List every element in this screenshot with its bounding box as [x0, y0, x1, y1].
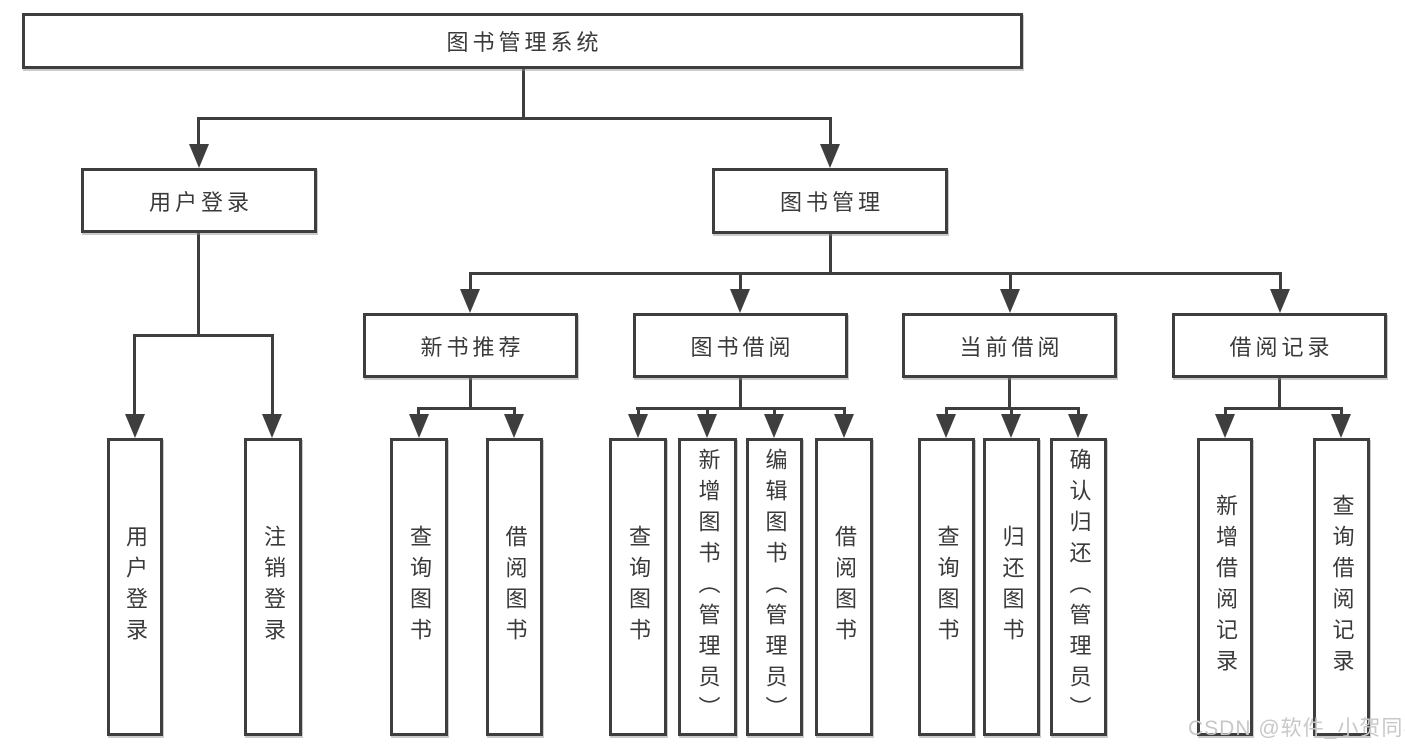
leaf-return-book-label: 归还图书 — [999, 525, 1025, 649]
connector-drop-module — [1279, 272, 1282, 292]
leaf-logout: 注销登录 — [244, 438, 302, 736]
connector-drop-leaf — [945, 407, 948, 417]
leaf-add-book-admin: 新增图书（管理员） — [678, 438, 737, 736]
node-root-label: 图书管理系统 — [446, 30, 603, 55]
connector-leaves-hline — [636, 407, 846, 410]
connector-login-hline — [133, 334, 274, 337]
connector-drop-leaf — [1224, 407, 1227, 417]
connector-level2-hline — [197, 117, 832, 120]
leaf-borrow-books-label: 借阅图书 — [832, 525, 857, 649]
connector-drop-leaf — [513, 407, 516, 417]
connector-drop-leaf — [773, 407, 776, 417]
node-new-book-recommend: 新书推荐 — [363, 313, 578, 378]
leaf-query-books-current-label: 查询图书 — [934, 525, 960, 649]
node-current-borrow: 当前借阅 — [902, 313, 1117, 378]
connector-login-stem — [197, 233, 200, 337]
leaf-query-books-current: 查询图书 — [918, 438, 975, 736]
connector-arrow — [936, 414, 956, 438]
connector-arrow — [820, 144, 840, 168]
leaf-confirm-return-admin-label: 确认归还（管理员） — [1066, 447, 1092, 727]
node-borrow-records: 借阅记录 — [1172, 313, 1387, 378]
connector-drop-leaf — [706, 407, 709, 417]
connector-arrow — [1000, 289, 1020, 313]
connector-arrow — [125, 414, 145, 438]
connector-drop-management — [829, 117, 832, 147]
leaf-edit-book-admin-label: 编辑图书（管理员） — [762, 447, 788, 727]
connector-module-stem — [739, 377, 742, 410]
leaf-query-books-borrow: 查询图书 — [609, 438, 667, 736]
leaf-query-books-borrow-label: 查询图书 — [626, 525, 651, 649]
connector-arrow — [730, 289, 750, 313]
node-borrow-records-label: 借阅记录 — [1229, 334, 1334, 360]
connector-root-stem — [522, 68, 525, 120]
node-book-management-label: 图书管理 — [779, 190, 884, 215]
leaf-query-borrow-record: 查询借阅记录 — [1313, 438, 1370, 736]
leaf-query-books-recommend: 查询图书 — [390, 438, 448, 736]
connector-arrow — [764, 414, 784, 438]
connector-drop-leaf — [843, 407, 846, 417]
leaf-user-login: 用户登录 — [107, 438, 163, 736]
connector-leaves-hline — [1224, 407, 1343, 410]
node-book-borrow-label: 图书借阅 — [690, 334, 795, 360]
connector-drop-login — [197, 117, 200, 147]
node-book-management: 图书管理 — [712, 168, 948, 234]
leaf-borrow-books-recommend: 借阅图书 — [486, 438, 543, 736]
connector-modules-hline — [469, 272, 1282, 275]
connector-arrow — [189, 144, 209, 168]
leaf-query-borrow-record-label: 查询借阅记录 — [1329, 494, 1355, 680]
connector-arrow — [460, 289, 480, 313]
connector-arrow — [409, 414, 429, 438]
connector-arrow — [262, 414, 282, 438]
leaf-query-books-recommend-label: 查询图书 — [407, 525, 432, 649]
node-book-borrow: 图书借阅 — [633, 313, 848, 378]
connector-drop-module — [469, 272, 472, 292]
connector-module-stem — [469, 377, 472, 410]
leaf-add-borrow-record: 新增借阅记录 — [1197, 438, 1253, 736]
node-root: 图书管理系统 — [22, 13, 1023, 69]
leaf-return-book: 归还图书 — [983, 438, 1040, 736]
connector-module-stem — [1008, 377, 1011, 410]
connector-drop-leaf — [637, 407, 640, 417]
connector-arrow — [1331, 414, 1351, 438]
connector-drop-leaf — [271, 334, 274, 414]
node-current-borrow-label: 当前借阅 — [959, 334, 1064, 360]
connector-arrow — [628, 414, 648, 438]
leaf-add-borrow-record-label: 新增借阅记录 — [1213, 494, 1238, 680]
connector-drop-leaf — [133, 334, 136, 414]
node-new-book-recommend-label: 新书推荐 — [420, 334, 525, 360]
connector-arrow — [1270, 289, 1290, 313]
leaf-confirm-return-admin: 确认归还（管理员） — [1050, 438, 1107, 736]
connector-module-stem — [1278, 377, 1281, 410]
connector-arrow — [697, 414, 717, 438]
connector-arrow — [1068, 414, 1088, 438]
connector-arrow — [1215, 414, 1235, 438]
connector-arrow — [504, 414, 524, 438]
leaf-user-login-label: 用户登录 — [123, 525, 148, 649]
node-user-login: 用户登录 — [81, 168, 317, 233]
connector-drop-module — [739, 272, 742, 292]
connector-drop-leaf — [1010, 407, 1013, 417]
connector-drop-module — [1009, 272, 1012, 292]
connector-management-stem — [829, 234, 832, 275]
connector-drop-leaf — [1340, 407, 1343, 417]
leaf-borrow-books: 借阅图书 — [815, 438, 873, 736]
leaf-logout-label: 注销登录 — [261, 525, 286, 649]
connector-arrow — [1001, 414, 1021, 438]
connector-drop-leaf — [417, 407, 420, 417]
csdn-watermark: CSDN @软件_小贺同学 — [1188, 717, 1405, 740]
connector-leaves-hline — [417, 407, 516, 410]
leaf-add-book-admin-label: 新增图书（管理员） — [695, 447, 721, 727]
node-user-login-label: 用户登录 — [148, 189, 253, 215]
leaf-borrow-books-recommend-label: 借阅图书 — [502, 525, 528, 649]
leaf-edit-book-admin: 编辑图书（管理员） — [746, 438, 803, 736]
connector-arrow — [834, 414, 854, 438]
connector-drop-leaf — [1077, 407, 1080, 417]
